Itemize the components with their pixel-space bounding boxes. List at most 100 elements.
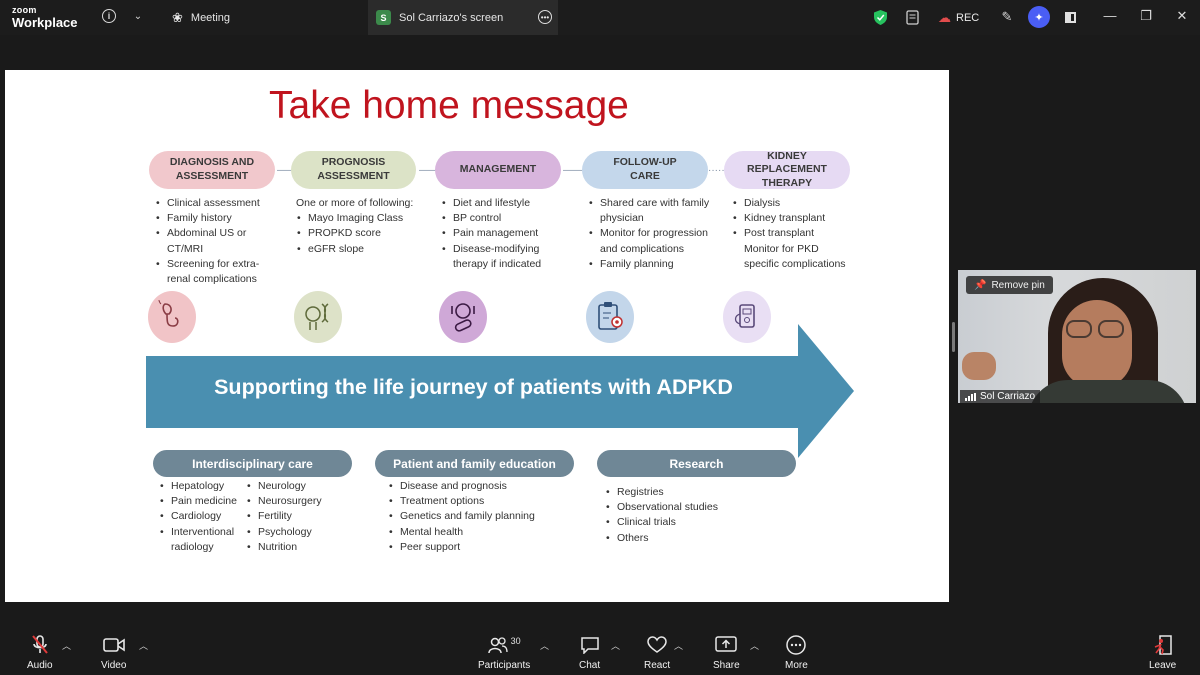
pill-research: Research [597,450,796,477]
brand-top: zoom [12,5,37,15]
tab-meeting-label: Meeting [190,11,231,24]
diagnosis-list: Clinical assessment Family history Abdom… [155,196,260,287]
info-icon[interactable]: i [102,9,116,23]
stage-label: DIAGNOSIS AND ASSESSMENT [169,156,255,182]
list-item: Peer support [388,540,535,555]
list-item: PROPKD score [296,226,413,241]
rec-label: REC [956,11,980,24]
participants-button[interactable]: 30 Participants [478,633,530,671]
video-person-face [1062,300,1132,388]
recording-indicator[interactable]: ☁ REC [938,0,979,35]
list-item: Family history [155,211,260,226]
more-button[interactable]: More [785,633,808,671]
participant-name-tag: Sol Carriazo [960,390,1041,403]
more-options-icon[interactable]: ••• [538,10,552,24]
list-item: Clinical assessment [155,196,260,211]
list-item: radiology [171,540,214,553]
list-item: eGFR slope [296,242,413,257]
share-label: Share [713,660,740,671]
research-list: Registries Observational studies Clinica… [605,485,718,546]
audio-button[interactable]: Audio [27,633,53,671]
leave-button[interactable]: Leave [1149,633,1176,671]
list-item: Cardiology [159,509,237,524]
chat-options-caret[interactable]: ︿ [611,641,621,651]
dna-head-icon [294,291,342,343]
participants-count: 30 [510,636,521,646]
list-item: Psychology [246,525,322,540]
muted-microphone-icon [30,633,50,657]
journey-arrow-shape [146,324,854,458]
list-item: CT/MRI [167,242,204,255]
video-person-glasses [1098,320,1124,338]
list-item: physician [600,212,644,225]
list-item: Others [605,531,718,546]
video-person-body [1028,380,1188,403]
chevron-down-icon[interactable]: ⌄ [133,10,143,22]
video-button[interactable]: Video [101,633,126,671]
more-label: More [785,660,808,671]
participants-options-caret[interactable]: ︿ [540,641,550,651]
list-item: Disease-modifying [441,242,541,257]
list-item: Pain management [441,226,541,241]
tab-shared-screen[interactable]: S Sol Carriazo's screen ••• [368,0,558,35]
tab-meeting[interactable]: ❀ Meeting [168,0,368,35]
audio-label: Audio [27,660,53,671]
connector-arrow: ——› [277,165,301,176]
list-item: Interventional [159,525,237,540]
journey-arrow [146,324,854,458]
kidney-replacement-list: Dialysis Kidney transplant Post transpla… [732,196,846,272]
list-item: Post transplant [732,226,846,241]
clipboard-target-icon [586,291,634,343]
list-item: Monitor for progression [588,226,709,241]
close-button[interactable]: ✕ [1176,8,1188,23]
minimize-button[interactable]: — [1103,8,1117,23]
list-item: Observational studies [605,500,718,515]
list-item: Treatment options [388,494,535,509]
stage-kidney-replacement: KIDNEY REPLACEMENT THERAPY [724,150,850,189]
maximize-button[interactable]: ❐ [1140,8,1152,23]
react-options-caret[interactable]: ︿ [674,641,684,651]
stage-label: PROGNOSIS ASSESSMENT [317,156,390,182]
panel-resize-handle[interactable] [952,322,955,352]
react-button[interactable]: React [644,633,670,671]
chat-icon [580,633,600,657]
shield-icon[interactable] [873,9,887,25]
leave-door-icon [1153,633,1173,657]
remove-pin-button[interactable]: 📌 Remove pin [966,276,1053,294]
list-item: Disease and prognosis [388,479,535,494]
remove-pin-label: Remove pin [991,279,1045,291]
video-options-caret[interactable]: ︿ [139,641,149,651]
paw-icon: ❀ [172,9,183,25]
prognosis-block: One or more of following: Mayo Imaging C… [296,196,413,257]
participant-video[interactable] [958,270,1196,403]
list-item: Fertility [246,509,322,524]
list-item: Kidney transplant [732,211,846,226]
chat-button[interactable]: Chat [579,633,600,671]
meeting-toolbar: Audio ︿ Video ︿ 30 Participants ︿ Chat ︿ [0,627,1200,675]
follow-up-list: Shared care with family physician Monito… [588,196,709,272]
video-camera-icon [102,633,125,657]
connector-dotted-arrow: ·····› [708,165,728,176]
ai-companion-icon[interactable]: ✦ [1028,6,1050,28]
notes-icon[interactable] [905,9,919,25]
list-item: Shared care with family [588,196,709,211]
audio-options-caret[interactable]: ︿ [62,641,72,651]
pencil-icon[interactable]: ✎ [1001,9,1013,24]
interdisciplinary-list-left: Hepatology Pain medicine Cardiology Inte… [159,479,237,555]
list-item: specific complications [744,257,846,270]
list-item: Dialysis [732,196,846,211]
share-screen-icon [715,633,738,657]
top-bar: zoom Workplace i ⌄ ❀ Meeting S Sol Carri… [0,0,1200,35]
list-item: Monitor for PKD [744,242,819,255]
interdisciplinary-list-right: Neurology Neurosurgery Fertility Psychol… [246,479,322,555]
management-list: Diet and lifestyle BP control Pain manag… [441,196,541,272]
share-button[interactable]: Share [713,633,740,671]
slide-title: Take home message [269,84,629,127]
list-item: Abdominal US or [155,226,260,241]
share-options-caret[interactable]: ︿ [750,641,760,651]
tab-screen-label: Sol Carriazo's screen [399,11,504,24]
exit-fullscreen-icon[interactable] [1063,10,1077,24]
leave-label: Leave [1149,660,1177,671]
list-item: BP control [441,211,541,226]
